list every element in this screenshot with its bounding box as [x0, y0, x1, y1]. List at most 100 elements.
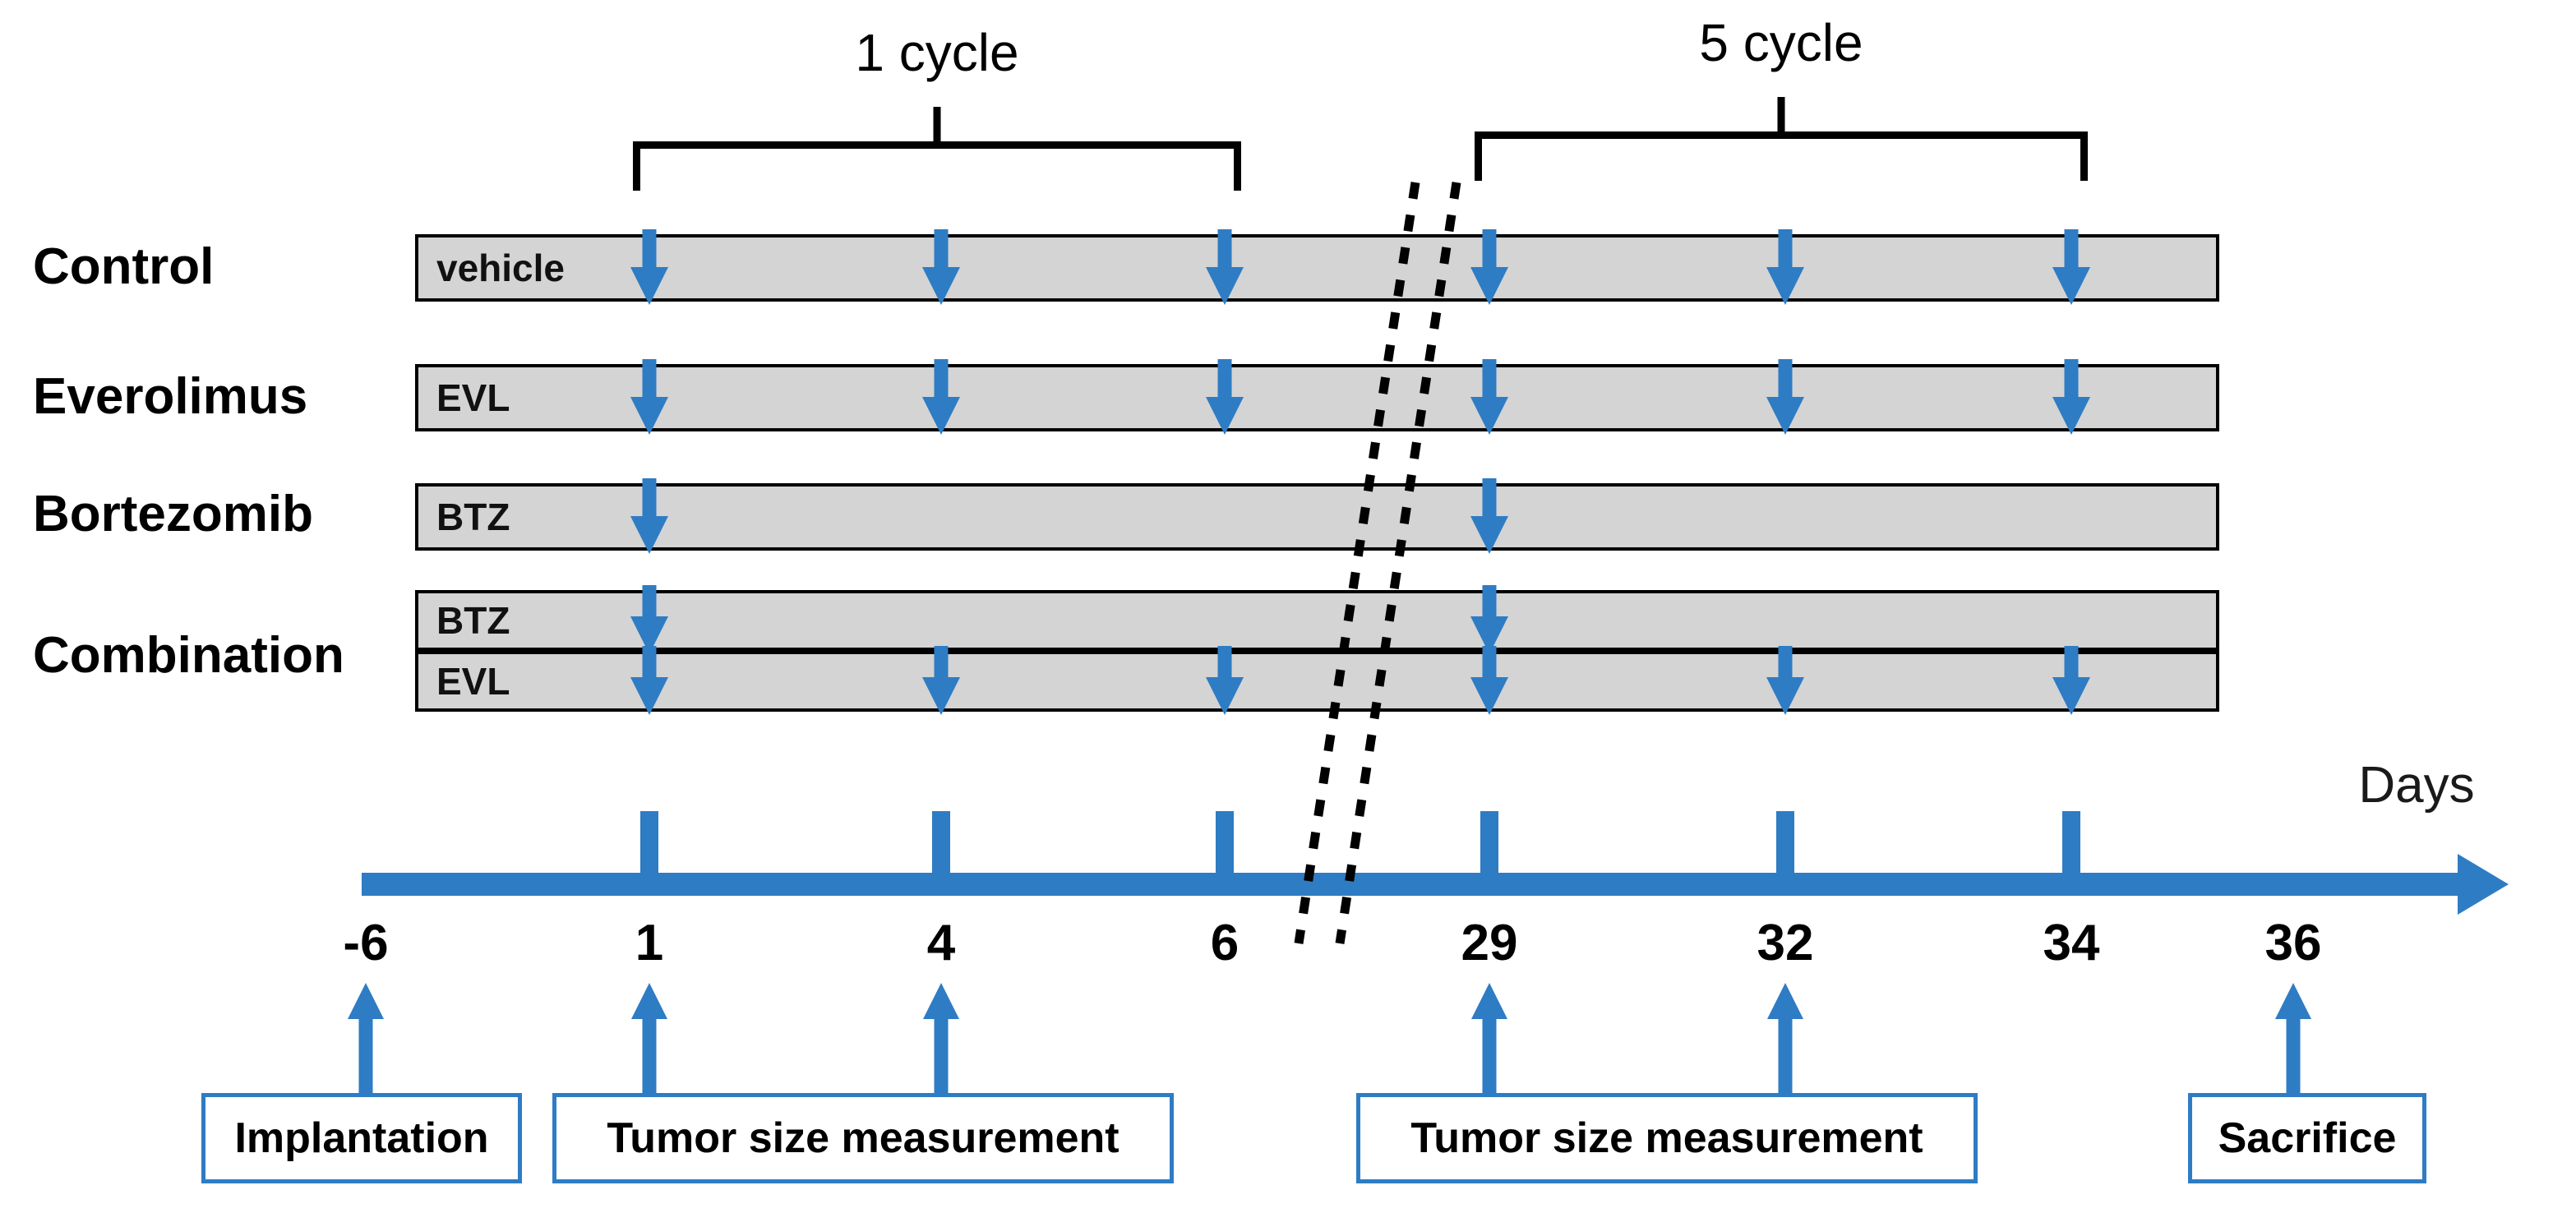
bracket-tick [1777, 97, 1785, 135]
event-callout-measurement-1[interactable]: Tumor size measurement [552, 1093, 1174, 1183]
arrow-head-icon [348, 983, 384, 1019]
arrow-head-icon [631, 983, 667, 1019]
arrow-head-icon [1206, 397, 1244, 435]
dose-arrow-combination-evl-day-29 [1470, 646, 1508, 715]
dose-arrow-control-vehicle-day-32 [1766, 229, 1804, 305]
arrow-head-icon [923, 983, 959, 1019]
arrow-shaft [642, 478, 657, 516]
event-callout-measurement-2[interactable]: Tumor size measurement [1356, 1093, 1978, 1183]
arrow-shaft [642, 229, 657, 267]
dose-arrow-everolimus-evl-day-34 [2052, 359, 2090, 435]
day-label-4: 4 [926, 915, 956, 971]
bracket-left-leg [633, 141, 640, 191]
tick-mark-day-29 [1480, 811, 1498, 884]
day-label-34: 34 [2043, 915, 2100, 971]
arrow-head-icon [630, 677, 668, 715]
arrow-head-icon [2052, 677, 2090, 715]
day-label-36: 36 [2264, 915, 2322, 971]
arrow-head-icon [630, 397, 668, 435]
cycle-5-bracket [1475, 97, 2088, 182]
tick-mark-day-34 [2062, 811, 2080, 884]
bracket-hline [1475, 131, 2088, 139]
arrow-shaft [2064, 229, 2079, 267]
event-callout-label: Tumor size measurement [1410, 1114, 1923, 1162]
dose-arrow-everolimus-evl-day-29 [1470, 359, 1508, 435]
day-label--6: -6 [343, 915, 389, 971]
cycle-1-bracket [633, 107, 1241, 192]
dose-arrow-combination-evl-day-4 [922, 646, 960, 715]
event-connector-arrow-measurement-1-day-4 [923, 983, 959, 1093]
dose-arrow-combination-evl-day-34 [2052, 646, 2090, 715]
treatment-bar-bortezomib-btz: BTZ [415, 483, 2219, 551]
axis-caption-days: Days [2358, 757, 2475, 814]
arrow-head-icon [2275, 983, 2311, 1019]
arrow-head-icon [1470, 397, 1508, 435]
tick-mark-day-32 [1776, 811, 1794, 884]
event-callout-label: Sacrifice [2218, 1114, 2397, 1162]
tick-mark-day-1 [640, 811, 658, 884]
dose-arrow-combination-evl-day-1 [630, 646, 668, 715]
timeline-arrowhead-icon [2458, 854, 2509, 915]
arrow-shaft [642, 1019, 657, 1093]
group-label-control: Control [33, 238, 215, 295]
arrow-shaft [934, 646, 949, 677]
drug-label: vehicle [436, 247, 565, 289]
arrow-shaft [1482, 1019, 1497, 1093]
cycle-5-label: 5 cycle [1699, 13, 1863, 72]
day-label-32: 32 [1757, 915, 1814, 971]
arrow-shaft [1217, 359, 1232, 397]
day-label-6: 6 [1210, 915, 1240, 971]
dose-arrow-control-vehicle-day-29 [1470, 229, 1508, 305]
drug-label: EVL [436, 376, 510, 419]
arrow-shaft [2064, 359, 2079, 397]
arrow-shaft [1482, 585, 1497, 616]
arrow-head-icon [922, 267, 960, 305]
event-connector-arrow-sacrifice-day-36 [2275, 983, 2311, 1093]
drug-label: BTZ [436, 496, 510, 538]
arrow-shaft [1482, 646, 1497, 677]
arrow-shaft [1482, 359, 1497, 397]
arrow-head-icon [1766, 677, 1804, 715]
arrow-shaft [642, 646, 657, 677]
dose-arrow-bortezomib-btz-day-29 [1470, 478, 1508, 554]
dose-arrow-combination-btz-day-1 [630, 585, 668, 654]
arrow-head-icon [1470, 516, 1508, 554]
arrow-shaft [2286, 1019, 2301, 1093]
dose-arrow-everolimus-evl-day-1 [630, 359, 668, 435]
arrow-shaft [934, 229, 949, 267]
day-label-29: 29 [1461, 915, 1518, 971]
cycle-1-label: 1 cycle [855, 23, 1019, 82]
event-callout-label: Implantation [234, 1114, 489, 1162]
arrow-shaft [934, 1019, 949, 1093]
dose-arrow-control-vehicle-day-1 [630, 229, 668, 305]
dose-arrow-combination-evl-day-32 [1766, 646, 1804, 715]
drug-label: EVL [436, 660, 510, 703]
arrow-head-icon [630, 267, 668, 305]
event-callout-implantation[interactable]: Implantation [201, 1093, 522, 1183]
event-connector-arrow-measurement-2-day-32 [1767, 983, 1803, 1093]
arrow-head-icon [1470, 267, 1508, 305]
bracket-right-leg [1234, 141, 1241, 191]
event-callout-label: Tumor size measurement [607, 1114, 1119, 1162]
arrow-head-icon [1470, 677, 1508, 715]
group-label-everolimus: Everolimus [33, 368, 308, 425]
dose-arrow-combination-evl-day-6 [1206, 646, 1244, 715]
timeline-axis [362, 873, 2458, 896]
arrow-head-icon [1767, 983, 1803, 1019]
dose-arrow-control-vehicle-day-34 [2052, 229, 2090, 305]
treatment-bar-combination-evl: EVL [415, 651, 2219, 712]
drug-label: BTZ [436, 599, 510, 642]
arrow-shaft [2064, 646, 2079, 677]
tick-mark-day-4 [932, 811, 950, 884]
day-label-1: 1 [635, 915, 664, 971]
dose-arrow-everolimus-evl-day-4 [922, 359, 960, 435]
bracket-tick [933, 107, 941, 145]
group-label-combination: Combination [33, 627, 344, 684]
treatment-bar-control-vehicle: vehicle [415, 234, 2219, 302]
arrow-shaft [642, 585, 657, 616]
event-callout-sacrifice[interactable]: Sacrifice [2188, 1093, 2426, 1183]
arrow-shaft [1778, 1019, 1793, 1093]
event-connector-arrow-implantation-day--6 [348, 983, 384, 1093]
group-label-bortezomib: Bortezomib [33, 486, 313, 542]
event-connector-arrow-measurement-1-day-1 [631, 983, 667, 1093]
